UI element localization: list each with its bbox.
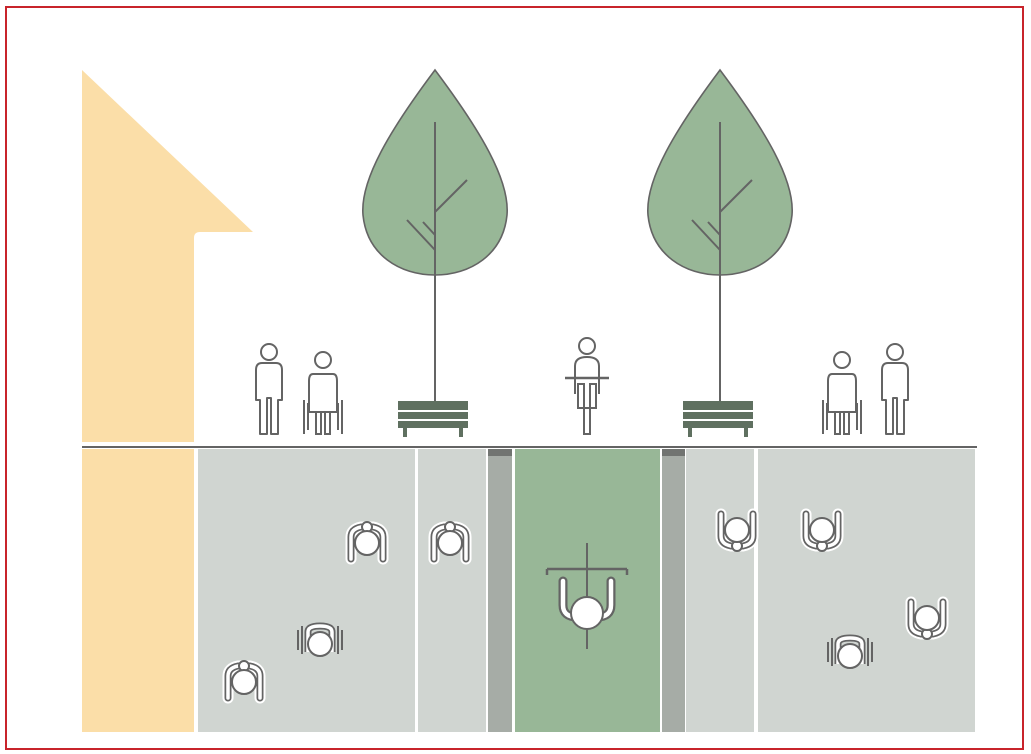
buffer-right-zone xyxy=(662,449,685,732)
tree-left-icon xyxy=(361,69,509,403)
building-elevation xyxy=(82,70,253,442)
pedestrian-plan-3-icon xyxy=(228,661,260,698)
cyclist-elevation-icon xyxy=(563,336,611,436)
sidewalk-left-inner-zone xyxy=(418,449,486,732)
diagram-frame xyxy=(5,6,1024,750)
buffer-right-cap xyxy=(662,449,685,456)
pedestrian-plan-2-icon xyxy=(434,522,466,559)
pedestrian-plan-4-icon xyxy=(721,514,753,551)
sidewalk-right-zone xyxy=(758,449,975,732)
buffer-left-zone xyxy=(488,449,512,732)
buffer-left-cap xyxy=(488,449,512,456)
bench-left-icon xyxy=(398,401,468,437)
sidewalk-right-inner-zone xyxy=(686,449,754,732)
pedestrian-elevation-right-icon xyxy=(881,343,909,435)
tree-right-icon xyxy=(646,69,794,403)
building-frontage-zone xyxy=(82,449,194,732)
pedestrian-elevation-left-icon xyxy=(255,343,283,435)
wheelchair-user-elevation-right-icon xyxy=(822,351,862,435)
pedestrian-plan-5-icon xyxy=(806,514,838,551)
wheelchair-user-elevation-left-icon xyxy=(303,351,343,435)
bench-right-icon xyxy=(683,401,753,437)
plan-zones xyxy=(82,449,975,732)
pedestrian-plan-6-icon xyxy=(911,602,943,639)
pedestrian-plan-1-icon xyxy=(351,522,383,559)
